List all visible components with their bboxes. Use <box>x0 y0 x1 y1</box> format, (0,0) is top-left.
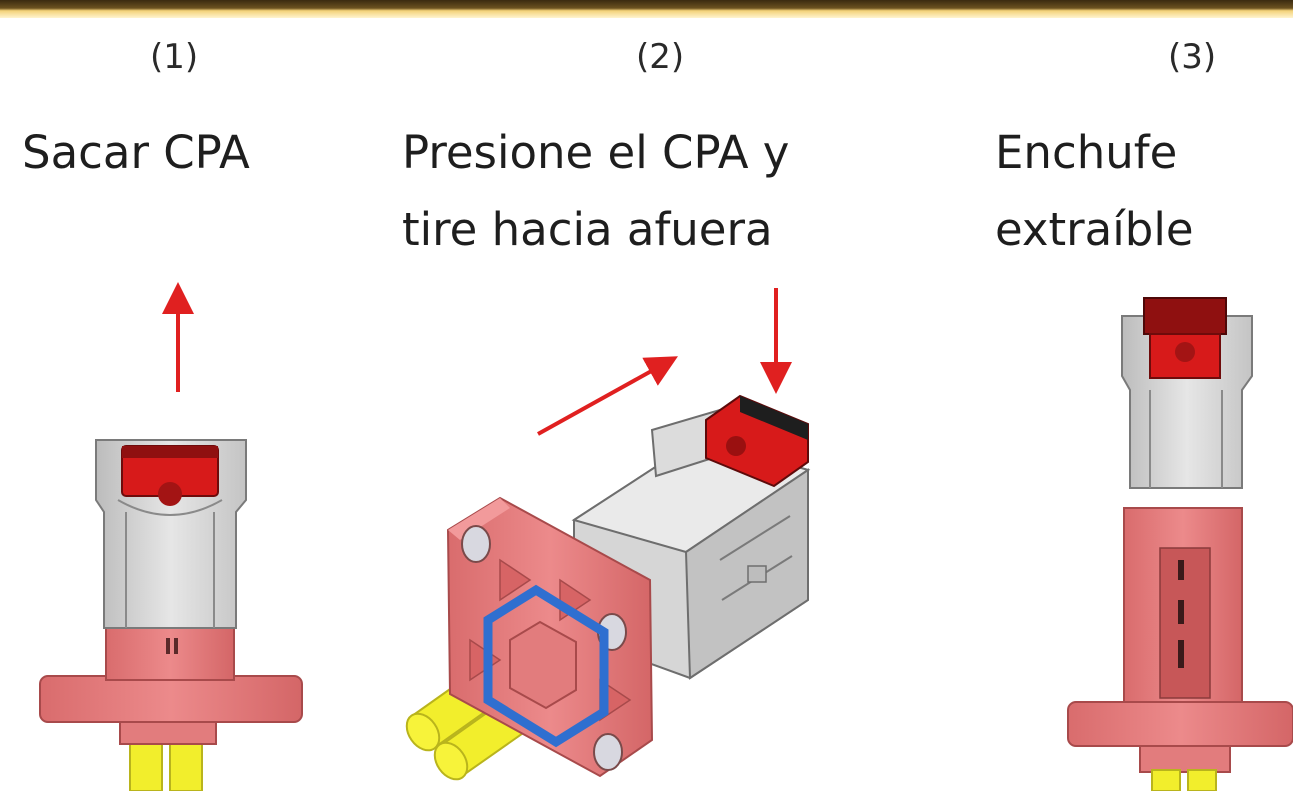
step-2-line-1: Presione el CPA y <box>402 126 790 179</box>
step-1-text: Sacar CPA <box>22 130 250 175</box>
step-2-text: Presione el CPA y tire hacia afuera <box>402 130 789 252</box>
step-3-number: (3) <box>1168 37 1217 77</box>
step-3-text: Enchufe extraíble <box>995 130 1194 252</box>
step-2-number: (2) <box>636 37 685 77</box>
step-3-cpa-latch <box>1143 297 1227 335</box>
step-1-cable-right <box>169 739 203 791</box>
step-1-line-1: Sacar CPA <box>22 126 250 179</box>
step-3-line-1: Enchufe <box>995 126 1178 179</box>
step-2-socket <box>509 620 577 710</box>
step-3-illustration <box>1067 297 1293 791</box>
step-2-illustration <box>405 288 811 781</box>
step-3-line-2: extraíble <box>995 203 1194 256</box>
top-border-band <box>0 0 1293 18</box>
step-2-arrow-pull <box>537 356 678 436</box>
step-1-flange <box>39 675 303 723</box>
step-2-blue-seal <box>483 584 609 748</box>
step-1-number: (1) <box>150 37 199 77</box>
step-3-flange <box>1067 701 1293 747</box>
step-3-cable-right <box>1187 769 1217 791</box>
step-1-cable-left <box>129 739 163 791</box>
step-2-line-2: tire hacia afuera <box>402 203 773 256</box>
step-3-cable-left <box>1151 769 1181 791</box>
step-1-illustration <box>39 282 303 791</box>
step-2-cpa-latch <box>705 394 809 488</box>
